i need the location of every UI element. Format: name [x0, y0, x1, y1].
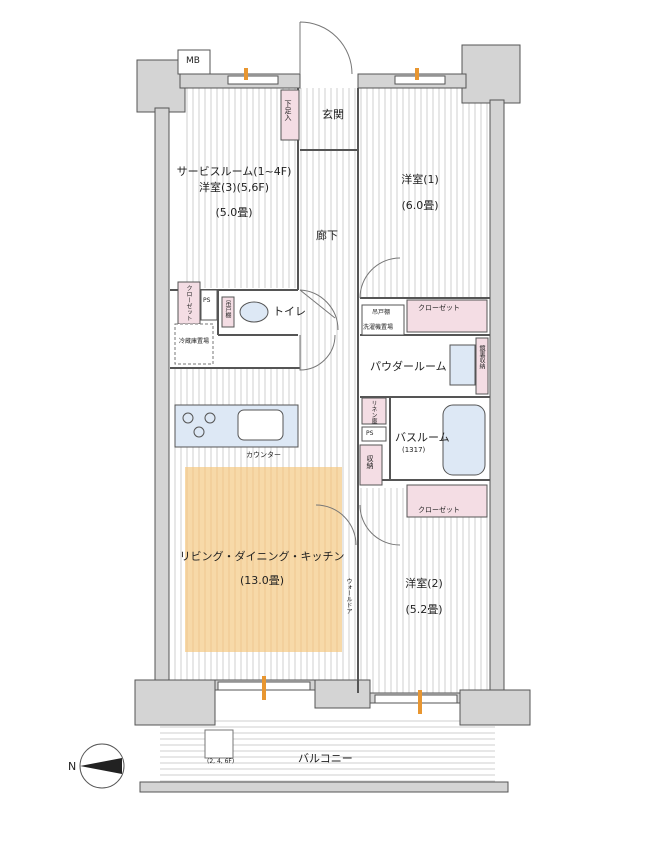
mb-box [177, 49, 211, 75]
entrance-floor [300, 88, 358, 150]
fridge-space-label: 冷蔵庫置場 [178, 338, 209, 345]
toilet-storage [221, 296, 235, 328]
service-room-label: サービスルーム(1~4F) [176, 165, 292, 178]
corridor-label: 廊下 [316, 229, 338, 242]
linen-storage [361, 397, 387, 425]
ldk-label: リビング・ダイニング・キッチン [179, 550, 345, 563]
western-2-label: 洋室(2) [405, 577, 443, 590]
balcony-railing [139, 781, 509, 793]
washer-space-label: 洗濯機置場 [363, 324, 394, 331]
closet-small-label: クローゼット [185, 285, 192, 321]
hanging-cabinet [361, 304, 405, 336]
western-2-floor [360, 488, 490, 693]
ldk-size: (13.0畳) [239, 574, 285, 587]
kitchen-sink [237, 409, 284, 441]
toilet-door [299, 289, 339, 331]
ps-2-label: PS [366, 430, 374, 437]
column-top-right [461, 44, 521, 104]
ps-box-2 [361, 426, 387, 442]
service-room-size: (5.0畳) [215, 206, 253, 219]
compass-n: N [68, 760, 77, 773]
mirror-storage-label: 鏡裏収納 [478, 345, 485, 369]
ps-1-label: PS [203, 297, 211, 304]
western-1-door [359, 257, 401, 299]
fridge-space [174, 323, 214, 365]
entrance-label: 玄関 [322, 108, 344, 121]
storage-label: 収納 [366, 455, 374, 469]
window-markers [244, 68, 422, 714]
wall-west [154, 107, 170, 691]
bathtub [442, 404, 486, 476]
western-2-door [359, 504, 401, 546]
closet-2-label: クローゼット [418, 506, 460, 514]
service-room-alt-label: 洋室(3)(5,6F) [199, 181, 269, 194]
western-1-floor [360, 88, 490, 298]
hanging-cabinet-label: 吊戸棚 [372, 309, 391, 316]
toilet-label: トイレ [273, 305, 306, 318]
closet-1 [406, 299, 488, 333]
wall-door-label: ウォールドア [345, 578, 352, 614]
western-2-size: (5.2畳) [405, 603, 443, 616]
vanity [449, 344, 476, 386]
bathroom-size: (1317) [402, 446, 426, 454]
toilet-bowl [239, 301, 269, 323]
toilet-storage-label: 吊戸棚 [224, 300, 231, 318]
service-room-floor [185, 88, 298, 288]
wall-south-mid [314, 679, 371, 709]
wall-east [489, 99, 505, 691]
wall-south-right [459, 689, 531, 726]
storage [359, 444, 383, 486]
wall-south-left [134, 679, 216, 726]
ldk-door [315, 504, 357, 546]
closet-2 [406, 484, 488, 518]
entrance-door [299, 21, 353, 75]
mirror-storage [475, 337, 489, 395]
floor-note: (2, 4, 6F) [207, 758, 235, 765]
ac-unit [204, 729, 234, 759]
balcony-label: バルコニー [298, 752, 353, 765]
corridor-door [299, 334, 336, 371]
western-1-size: (6.0畳) [401, 199, 439, 212]
closet-1-label: クローゼット [418, 304, 460, 312]
counter-label: カウンター [246, 451, 281, 459]
mb-label: MB [186, 56, 200, 66]
shoe-box-label: 下足入 [284, 100, 292, 121]
compass [79, 743, 125, 789]
powder-room-label: パウダールーム [370, 360, 447, 373]
floors [160, 88, 495, 788]
ps-box-1 [200, 289, 218, 321]
shoe-box [280, 89, 300, 141]
ldk-highlight [185, 467, 342, 652]
doors [299, 21, 401, 546]
bathroom-label: バスルーム [395, 431, 450, 444]
fixtures [139, 89, 509, 793]
western-1-label: 洋室(1) [401, 173, 439, 186]
corridor-floor [300, 150, 358, 368]
linen-storage-label: リネン庫 [370, 400, 377, 424]
